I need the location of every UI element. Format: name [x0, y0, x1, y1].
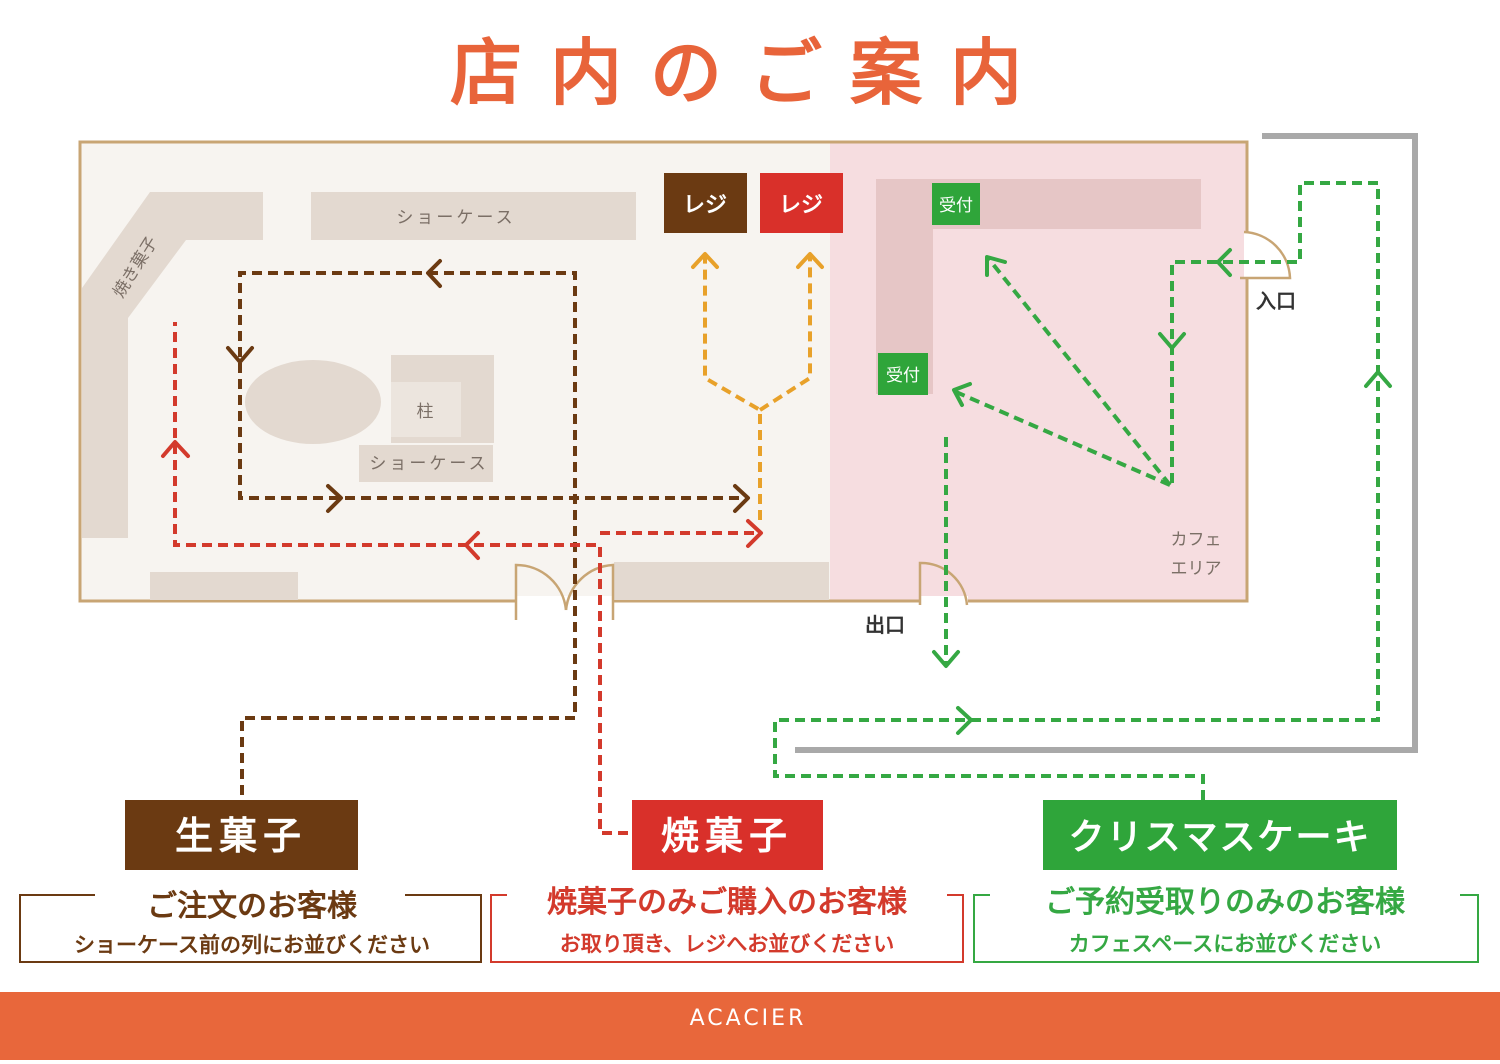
arrow-icon — [952, 382, 972, 407]
left-shelf — [82, 400, 128, 538]
register-2 — [760, 173, 843, 233]
route-christmas-cake — [773, 181, 1392, 800]
footer-bar — [0, 992, 1500, 1060]
pillar — [391, 382, 461, 437]
arrow-right-icon — [326, 484, 343, 513]
info-instruction: ショーケース前の列にお並びください — [74, 933, 430, 957]
baked-goods-shelf — [82, 192, 263, 400]
bottom-shelf — [614, 562, 829, 600]
register-2-label: レジ — [779, 193, 823, 218]
reception-1-label: 受付 — [939, 196, 973, 216]
category-fresh-cakes — [125, 800, 358, 870]
info-box-fresh-cakes: ご注文のお客様 ショーケース前の列にお並びください — [19, 889, 482, 963]
route-baked-goods — [161, 322, 763, 835]
entrance-label: 入口 — [1256, 289, 1296, 313]
info-box-baked-goods: 焼菓子のみご購入のお客様 お取り頂き、レジへお並びください — [490, 885, 964, 963]
front-door — [514, 563, 615, 620]
outer-wall — [795, 133, 1418, 753]
category-fresh-cakes-label: 生菓子 — [175, 814, 307, 858]
page-title: 店内のご案内 — [450, 31, 1050, 115]
bottom-left-shelf — [150, 572, 298, 600]
reception-1 — [932, 183, 980, 225]
arrow-icon — [985, 255, 1007, 277]
register-1 — [664, 173, 747, 233]
route-register — [691, 252, 824, 520]
arrow-right-icon — [733, 484, 750, 513]
arrow-down-icon — [1158, 332, 1186, 350]
register-1-label: レジ — [683, 193, 727, 218]
showcase-bottom — [359, 445, 493, 482]
route-fresh-cakes — [226, 259, 750, 795]
exit-label: 出口 — [865, 613, 905, 637]
info-heading: ご予約受取りのみのお客様 — [1045, 885, 1406, 920]
arrow-down-icon — [226, 346, 254, 364]
cafe-label-2: エリア — [1171, 559, 1222, 579]
category-baked-goods — [632, 800, 823, 870]
arrow-up-icon — [796, 252, 824, 269]
reception-2-label: 受付 — [886, 366, 920, 386]
arrow-right-icon — [956, 706, 973, 735]
arrow-up-icon — [691, 252, 719, 269]
arrow-left-icon — [464, 531, 480, 560]
showcase-bottom-label: ショーケース — [369, 454, 488, 474]
arrow-down-icon — [932, 650, 960, 668]
info-box-christmas-cake: ご予約受取りのみのお客様 カフェスペースにお並びください — [973, 885, 1479, 963]
cafe-label-1: カフェ — [1171, 530, 1222, 550]
arrow-left-icon — [426, 259, 442, 288]
info-heading: ご注文のお客様 — [147, 889, 358, 924]
showcase-top-label: ショーケース — [396, 208, 515, 228]
arrow-up-icon — [1364, 370, 1392, 388]
arrow-up-icon — [161, 440, 190, 458]
category-baked-goods-label: 焼菓子 — [661, 814, 793, 858]
pillar-label: 柱 — [417, 402, 434, 422]
info-instruction: カフェスペースにお並びください — [1069, 932, 1381, 956]
oval-table — [245, 360, 381, 444]
brand-logo: ACACIER — [690, 1006, 807, 1031]
showcase-top — [311, 192, 636, 240]
category-christmas-cake — [1043, 800, 1397, 870]
info-instruction: お取り頂き、レジへお並びください — [560, 932, 895, 956]
entrance-door — [1240, 230, 1292, 280]
arrow-left-icon — [1216, 248, 1232, 277]
info-heading: 焼菓子のみご購入のお客様 — [547, 885, 908, 920]
arrow-right-icon — [746, 519, 763, 548]
reception-2 — [878, 353, 928, 395]
category-christmas-cake-label: クリスマスケーキ — [1069, 817, 1372, 858]
